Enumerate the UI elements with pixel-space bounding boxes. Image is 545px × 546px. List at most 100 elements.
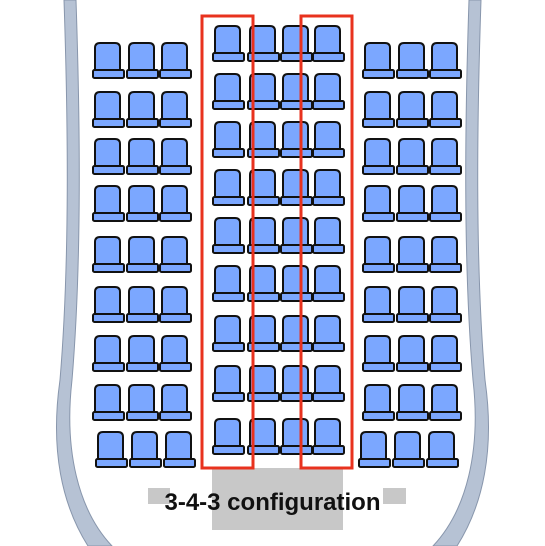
seat-cushion xyxy=(312,148,345,158)
seat-left-r7-c2 xyxy=(126,335,159,372)
seat-back xyxy=(282,365,309,395)
seat-cushion xyxy=(280,196,313,206)
seat-back xyxy=(360,431,387,461)
seat-back xyxy=(249,265,276,295)
seat-map xyxy=(92,25,462,468)
seat-right-r5-c3 xyxy=(429,236,462,273)
seat-left-r7-c1 xyxy=(92,335,125,372)
seat-cushion xyxy=(396,212,429,222)
seat-left-r6-c1 xyxy=(92,286,125,323)
seat-left-r5-c2 xyxy=(126,236,159,273)
seat-right-r9-c1 xyxy=(358,431,391,468)
seat-back xyxy=(314,25,341,55)
seat-back xyxy=(398,185,425,215)
highlight-frame-left-aisle-seats xyxy=(200,14,255,470)
seat-left-r4-c2 xyxy=(126,185,159,222)
seat-back xyxy=(161,286,188,316)
seat-left-r5-c1 xyxy=(92,236,125,273)
seat-cushion xyxy=(92,362,125,372)
seat-back xyxy=(128,91,155,121)
seat-back xyxy=(314,73,341,103)
seat-cushion xyxy=(280,342,313,352)
seat-center-r5-c1 xyxy=(212,217,245,254)
seat-cushion xyxy=(212,445,245,455)
seat-back xyxy=(398,91,425,121)
seat-back xyxy=(282,418,309,448)
seat-cushion xyxy=(126,411,159,421)
left-fuselage-wall xyxy=(56,0,113,546)
seat-right-r7-c1 xyxy=(362,335,395,372)
seat-cushion xyxy=(312,445,345,455)
seat-back xyxy=(428,431,455,461)
seat-cushion xyxy=(126,118,159,128)
seat-left-r1-c1 xyxy=(92,42,125,79)
seat-cushion xyxy=(126,165,159,175)
seat-back xyxy=(431,286,458,316)
seat-cushion xyxy=(92,212,125,222)
seat-center-r3-c4 xyxy=(312,121,345,158)
seat-center-r2-c1 xyxy=(212,73,245,110)
seat-back xyxy=(214,121,241,151)
seat-center-r4-c4 xyxy=(312,169,345,206)
seat-right-r7-c3 xyxy=(429,335,462,372)
seat-cushion xyxy=(159,362,192,372)
seat-back xyxy=(249,25,276,55)
seat-center-r5-c3 xyxy=(280,217,313,254)
seat-back xyxy=(161,384,188,414)
seat-back xyxy=(398,335,425,365)
seat-back xyxy=(94,236,121,266)
seat-back xyxy=(161,185,188,215)
seat-back xyxy=(431,91,458,121)
seat-right-r2-c2 xyxy=(396,91,429,128)
seat-cushion xyxy=(212,100,245,110)
seat-right-r4-c3 xyxy=(429,185,462,222)
seat-right-r6-c1 xyxy=(362,286,395,323)
seat-cushion xyxy=(247,445,280,455)
seat-cushion xyxy=(212,244,245,254)
seat-cushion xyxy=(159,212,192,222)
seat-cushion xyxy=(126,362,159,372)
seat-right-r6-c2 xyxy=(396,286,429,323)
seat-back xyxy=(314,265,341,295)
seat-left-r6-c3 xyxy=(159,286,192,323)
seat-cushion xyxy=(396,165,429,175)
seat-cushion xyxy=(95,458,128,468)
seat-back xyxy=(97,431,124,461)
seat-left-r2-c2 xyxy=(126,91,159,128)
seat-cushion xyxy=(280,244,313,254)
seat-cushion xyxy=(396,69,429,79)
seat-cushion xyxy=(159,313,192,323)
seat-back xyxy=(161,91,188,121)
seat-right-r6-c3 xyxy=(429,286,462,323)
seat-cushion xyxy=(429,263,462,273)
seat-cushion xyxy=(396,313,429,323)
seat-cushion xyxy=(362,212,395,222)
seat-cushion xyxy=(280,52,313,62)
seat-right-r8-c3 xyxy=(429,384,462,421)
seat-cushion xyxy=(212,392,245,402)
seat-center-r1-c4 xyxy=(312,25,345,62)
seat-back xyxy=(364,138,391,168)
seat-back xyxy=(161,42,188,72)
seat-center-r1-c3 xyxy=(280,25,313,62)
seat-back xyxy=(364,185,391,215)
seat-cushion xyxy=(126,212,159,222)
seat-cushion xyxy=(312,100,345,110)
seat-right-r4-c2 xyxy=(396,185,429,222)
seat-cushion xyxy=(92,411,125,421)
seat-back xyxy=(94,335,121,365)
seat-cushion xyxy=(247,392,280,402)
seat-back xyxy=(128,42,155,72)
seat-cushion xyxy=(159,263,192,273)
seat-back xyxy=(364,91,391,121)
seat-left-r8-c1 xyxy=(92,384,125,421)
seat-cushion xyxy=(362,313,395,323)
seat-cushion xyxy=(163,458,196,468)
seat-cushion xyxy=(159,69,192,79)
seat-back xyxy=(398,286,425,316)
seat-left-r5-c3 xyxy=(159,236,192,273)
seat-cushion xyxy=(212,196,245,206)
seat-cushion xyxy=(92,118,125,128)
seat-cushion xyxy=(429,212,462,222)
